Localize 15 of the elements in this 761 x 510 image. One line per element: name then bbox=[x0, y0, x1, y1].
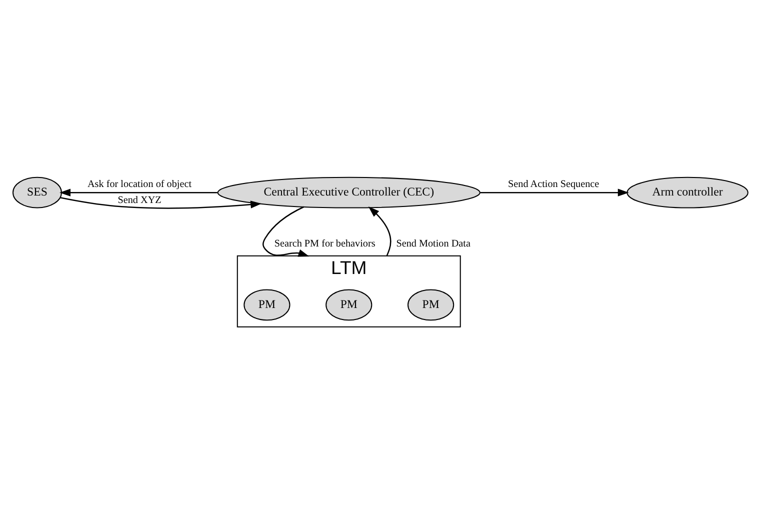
node-ellipse: Arm controller bbox=[626, 176, 748, 208]
arrow bbox=[480, 188, 629, 196]
node-ellipse: SES bbox=[12, 176, 62, 208]
node-ellipse: PM bbox=[244, 288, 290, 320]
edge-label: Send Action Sequence bbox=[508, 178, 600, 190]
arrow bbox=[262, 206, 310, 256]
arrow bbox=[368, 206, 392, 256]
node-ellipse: PM bbox=[407, 288, 454, 320]
arrow bbox=[60, 188, 218, 196]
arrow bbox=[60, 196, 262, 208]
edge-label: Send Motion Data bbox=[396, 238, 470, 249]
edge-label: Ask for location of object bbox=[88, 178, 192, 190]
edge-label: Search PM for behaviors bbox=[274, 238, 376, 249]
edge-label: Send XYZ bbox=[118, 194, 162, 206]
node-ellipse: PM bbox=[326, 288, 372, 320]
